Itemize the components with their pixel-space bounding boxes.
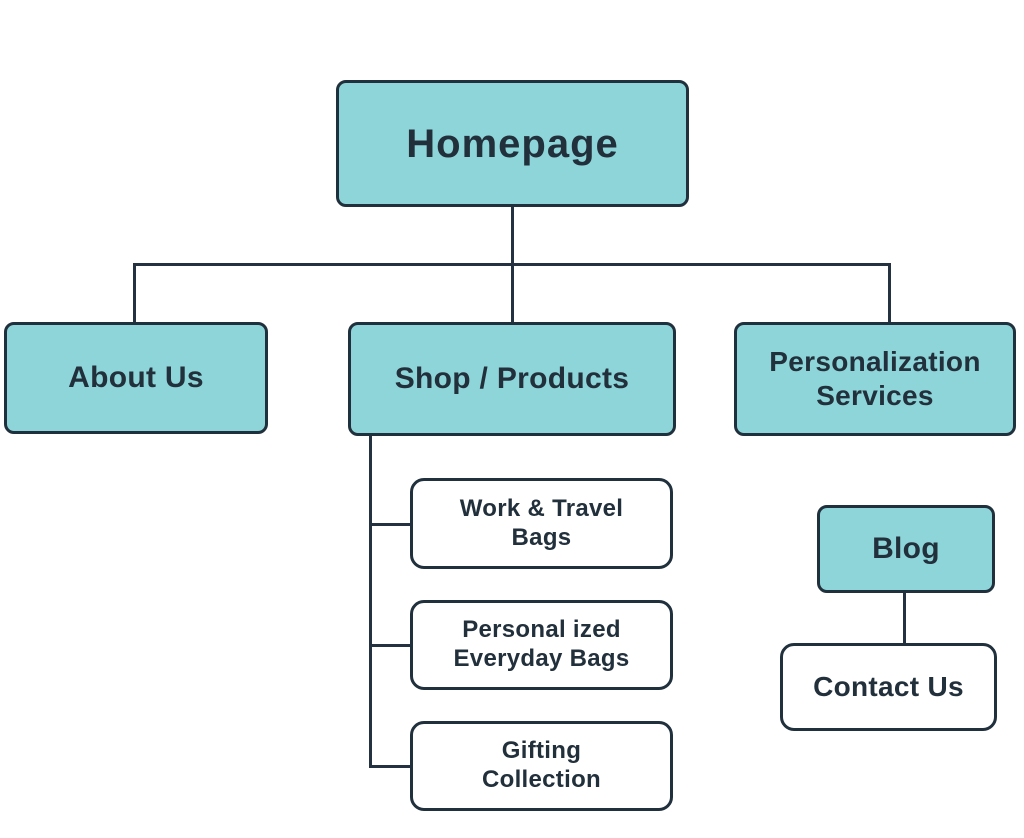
node-label: Services xyxy=(816,380,934,411)
connector-branch-gifting xyxy=(369,765,413,768)
node-label: Contact Us xyxy=(813,671,964,703)
connector-top-rail xyxy=(133,263,891,266)
node-label: Homepage xyxy=(406,121,619,166)
node-label: Everyday Bags xyxy=(453,645,630,672)
node-label: Work & Travel xyxy=(459,494,624,522)
connector-shop-stem xyxy=(369,434,372,768)
node-label: Gifting xyxy=(501,737,582,765)
node-personalization-services: Personalization Services xyxy=(734,322,1016,436)
node-personalized-everyday-bags: Personal ized Everyday Bags xyxy=(410,600,673,690)
node-label: Blog xyxy=(872,532,940,565)
connector-homepage-stem xyxy=(511,207,514,325)
connector-branch-personalized xyxy=(369,644,413,647)
node-label: Personal ized xyxy=(462,616,621,644)
node-about-us: About Us xyxy=(4,322,268,434)
connector-about-drop xyxy=(133,263,136,324)
node-label: Personalization xyxy=(769,346,981,378)
node-label: Shop / Products xyxy=(394,362,630,395)
node-label: Bags xyxy=(511,523,572,551)
node-homepage: Homepage xyxy=(336,80,689,207)
node-blog: Blog xyxy=(817,505,995,593)
connector-branch-work-travel xyxy=(369,523,413,526)
node-gifting-collection: Gifting Collection xyxy=(410,721,673,811)
node-label: About Us xyxy=(68,361,204,394)
node-work-travel-bags: Work & Travel Bags xyxy=(410,478,673,569)
node-label: Collection xyxy=(481,766,601,793)
connector-personalization-drop xyxy=(888,263,891,324)
connector-blog-contact xyxy=(903,592,906,645)
node-contact-us: Contact Us xyxy=(780,643,997,731)
node-shop-products: Shop / Products xyxy=(348,322,676,436)
